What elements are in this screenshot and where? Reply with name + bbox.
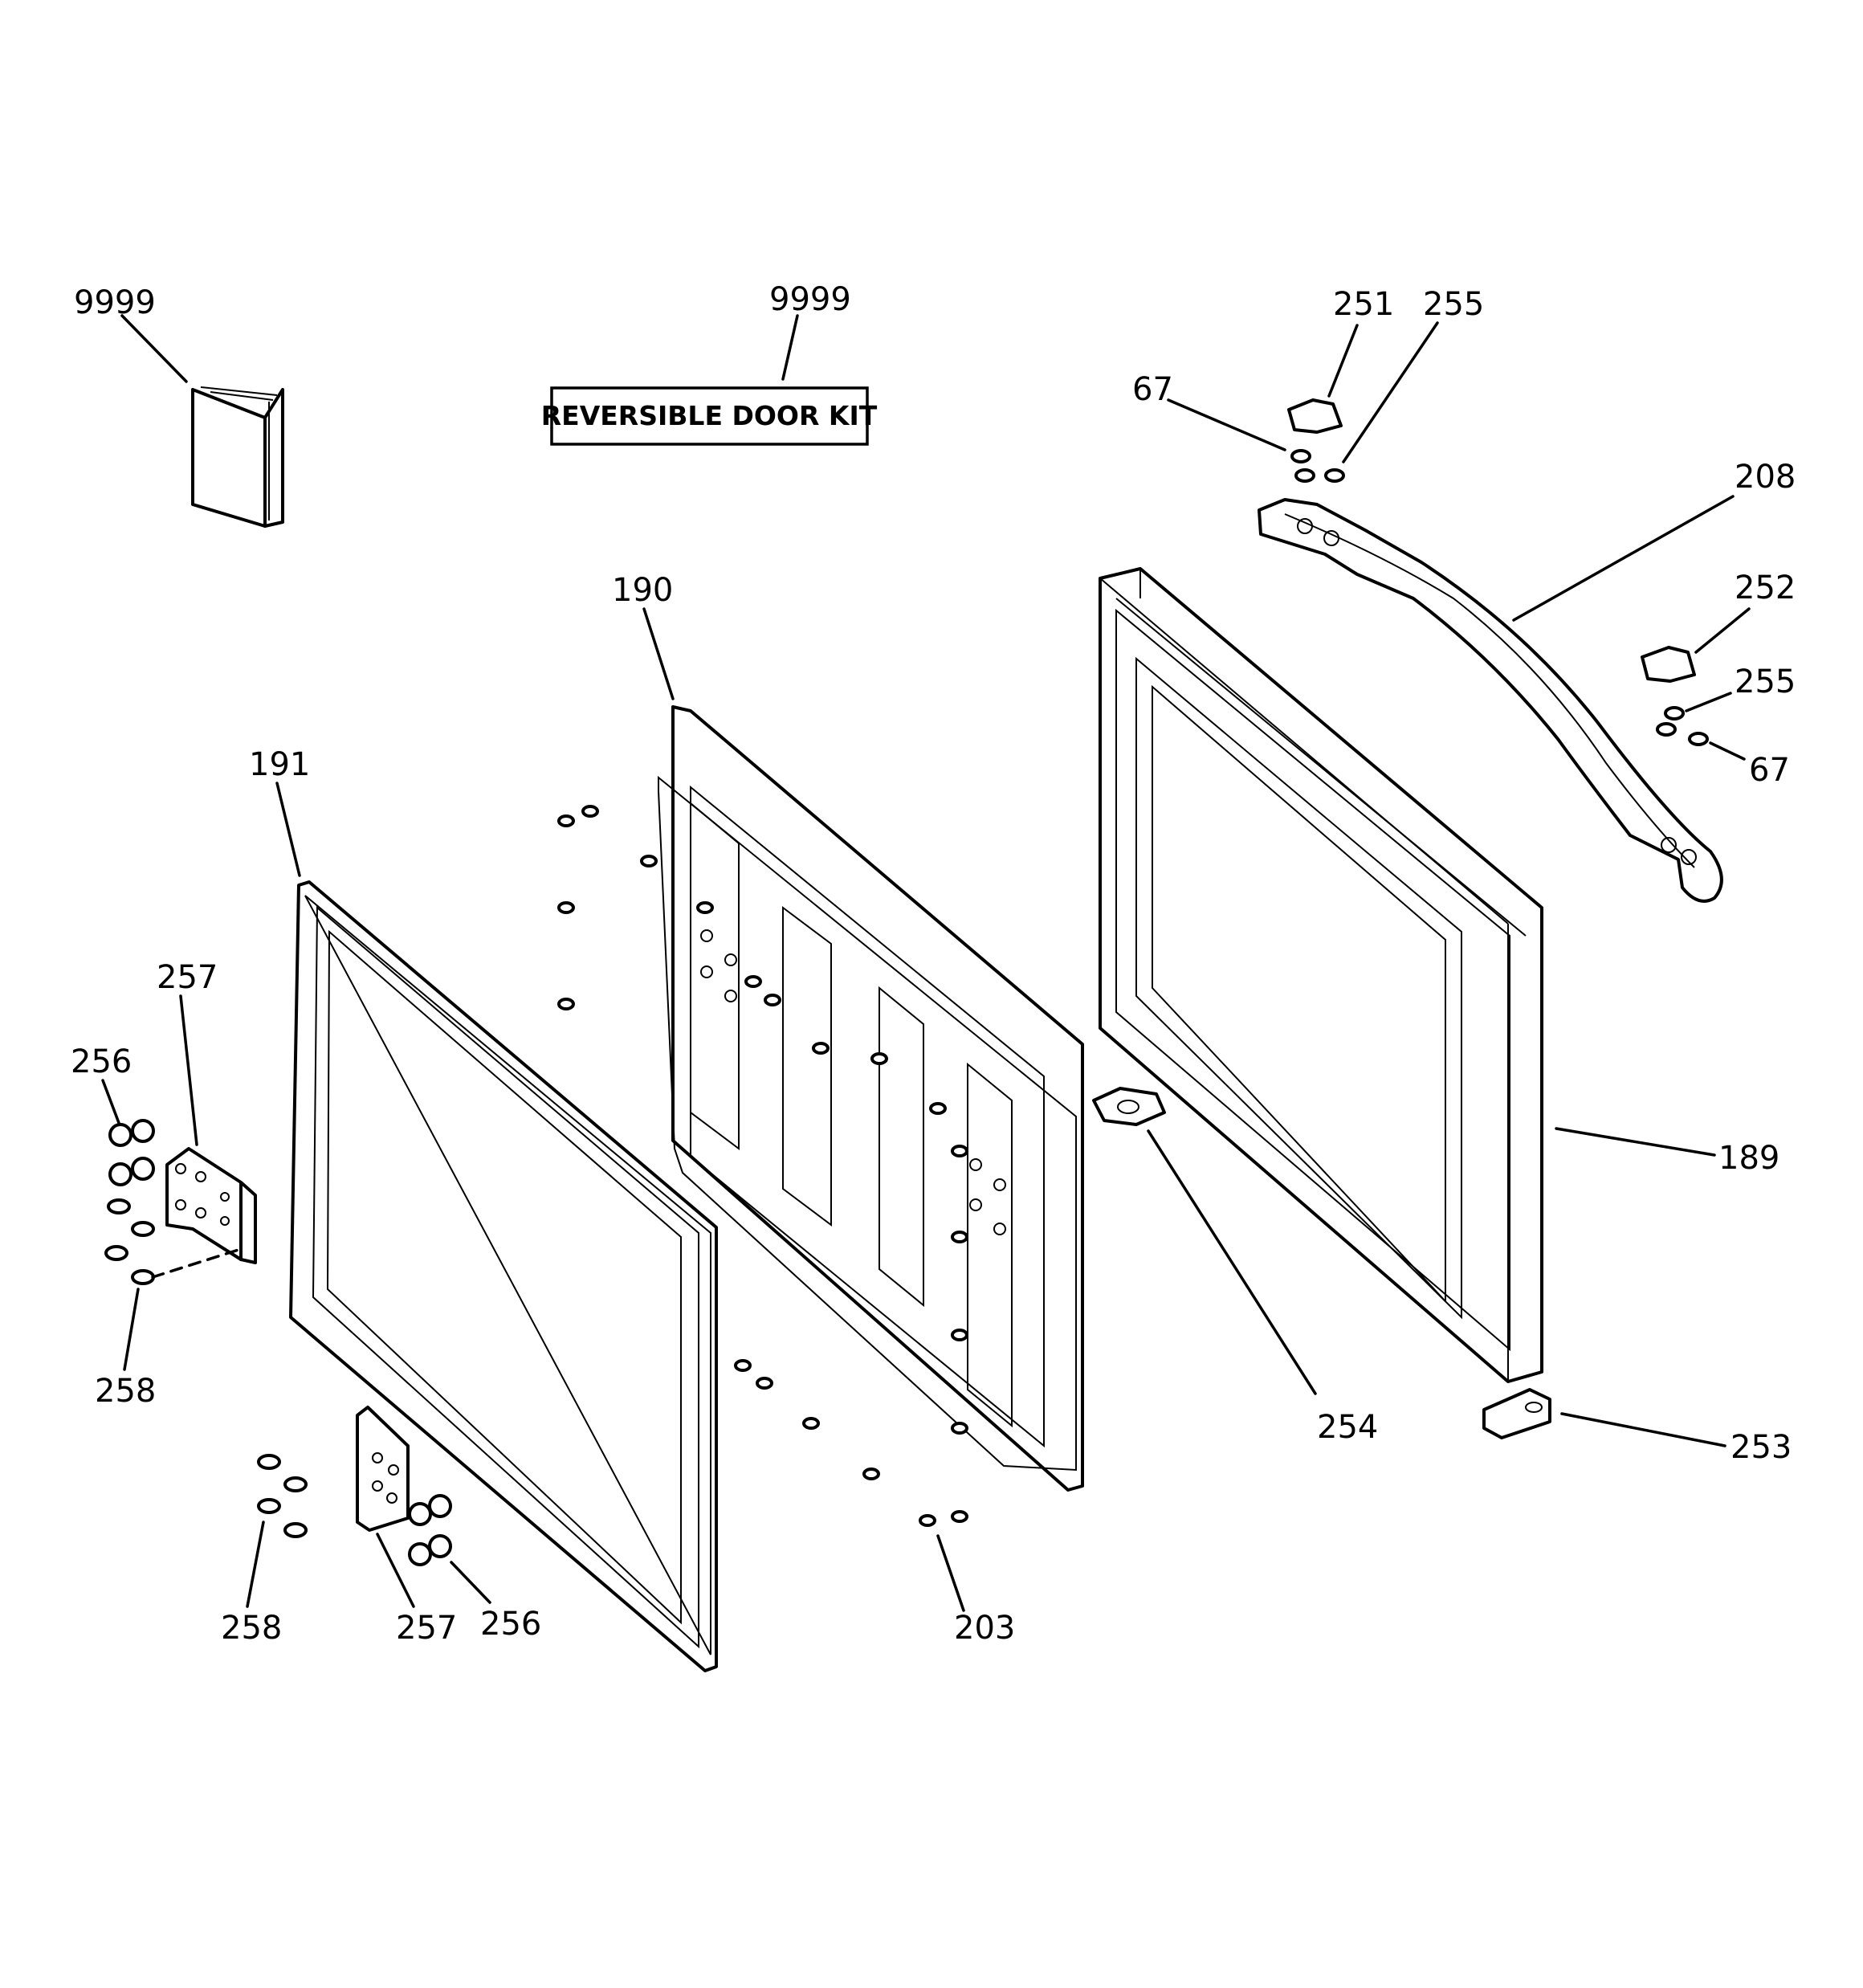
callout-screw-203: 203 [954,1610,1015,1647]
callout-bolt-258-left: 258 [95,1373,156,1410]
bottom-hinge-part [356,1406,410,1532]
leader-screw-67-top [1167,398,1286,451]
callout-gasket: 191 [249,746,310,783]
callout-bolt-258-bottom: 258 [221,1610,282,1647]
left-hinge-part [165,1147,257,1264]
leader-liner [642,607,675,700]
leader-handle [1512,495,1735,622]
callout-manual: 9999 [74,284,156,321]
kit-label-text: REVERSIBLE DOOR KIT [541,400,878,431]
left-hinge-nuts [108,1119,155,1186]
callout-endcap-253: 253 [1731,1429,1792,1466]
handle-cap-right [1641,646,1696,683]
bottom-hinge-bolts [257,1454,308,1538]
callout-nut-256-left: 256 [71,1043,132,1080]
callout-insert-254: 254 [1317,1409,1378,1446]
door-liner-part [658,705,1084,1492]
callout-screw-67-right: 67 [1749,752,1790,789]
hinge-insert-part [1092,1087,1166,1126]
callout-nut-256-bottom: 256 [480,1606,541,1643]
leader-bolt-258-left [123,1288,140,1371]
callout-liner: 190 [612,572,673,609]
leader-hinge-257-bottom [376,1533,415,1608]
callout-hinge-257-bottom: 257 [396,1610,457,1647]
callout-handle: 208 [1735,459,1796,496]
leader-cap-252 [1694,607,1751,654]
hinge-axis-dash [151,1247,243,1279]
owners-manual-part [191,386,284,528]
handle-cap-top [1287,398,1343,434]
callout-screw-255-right: 255 [1735,663,1796,700]
left-hinge-bolts [104,1198,155,1285]
bottom-endcap-part [1482,1388,1551,1439]
kit-label-box [550,386,869,446]
leader-bolt-258-bottom [246,1521,265,1608]
leader-nut-256-left [101,1079,120,1125]
leader-screw-67-right [1709,741,1746,761]
leader-kit [781,314,799,381]
leader-cap-251 [1327,324,1359,398]
callout-door: 189 [1718,1140,1779,1177]
leader-screw-255-top [1342,321,1439,463]
leader-manual [120,314,188,383]
leader-screw-203 [936,1534,965,1612]
callout-cap-252: 252 [1735,569,1796,606]
leader-endcap-253 [1560,1412,1726,1447]
screws-right [1656,706,1709,746]
bottom-hinge-nuts [408,1494,452,1566]
leader-hinge-257-left [179,994,198,1146]
door-gasket-part [289,880,718,1672]
leader-screw-255-right [1685,692,1732,712]
leader-nut-256-bottom [450,1561,491,1604]
screws-top [1290,449,1345,483]
callout-screw-67-top: 67 [1132,371,1173,408]
leader-door [1555,1127,1716,1157]
door-handle-part [1258,498,1723,903]
callout-cap-251: 251 [1333,286,1394,323]
callout-screw-255-top: 255 [1423,286,1484,323]
leader-insert-254 [1147,1129,1317,1395]
callout-hinge-257-left: 257 [157,959,218,996]
leader-gasket [275,782,301,877]
door-outer-panel [1099,567,1543,1383]
callout-kit: 9999 [769,281,851,318]
